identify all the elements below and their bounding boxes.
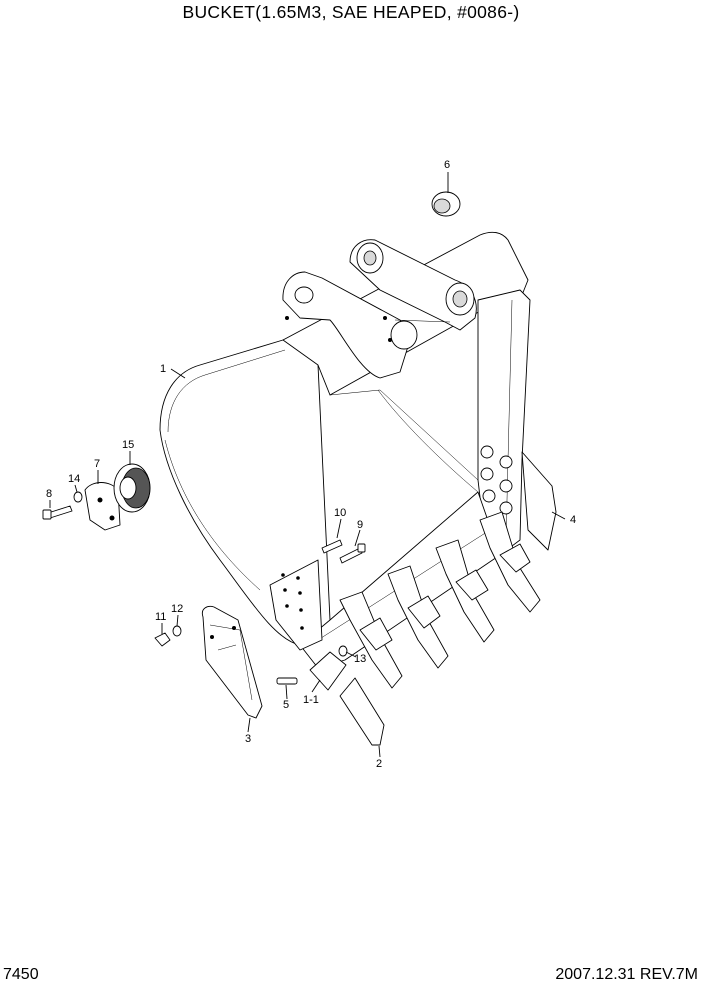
- bucket-linkage-brackets: [282, 239, 477, 379]
- callout-4: 4: [570, 514, 576, 526]
- callout-2: 2: [376, 758, 382, 770]
- bucket-teeth: [309, 511, 541, 691]
- callout-12: 12: [171, 603, 183, 615]
- tooth-pin: [276, 677, 298, 685]
- callout-13: 13: [354, 653, 366, 665]
- callout-1-1: 1-1: [303, 694, 319, 706]
- callout-14: 14: [68, 473, 80, 485]
- side-cutter-right: [521, 451, 557, 551]
- callout-1: 1: [160, 363, 166, 375]
- callout-15: 15: [122, 439, 134, 451]
- callout-3: 3: [245, 733, 251, 745]
- pivot-hardware: [42, 463, 151, 531]
- leader-lines: [49, 172, 566, 758]
- callout-11: 11: [155, 611, 166, 623]
- page-title: BUCKET(1.65M3, SAE HEAPED, #0086-): [182, 2, 520, 22]
- callout-labels: 1 6 4 15 7 14 8 10 9 11 12 13 5 1-1 3 2: [46, 159, 576, 770]
- page-number: 7450: [3, 966, 39, 983]
- side-cutter-left: [201, 606, 263, 719]
- tooth-tip: [339, 677, 385, 746]
- callout-7: 7: [94, 458, 100, 470]
- callout-10: 10: [334, 507, 346, 519]
- bushing: [431, 191, 461, 217]
- side-cutter-hardware: [154, 539, 366, 657]
- callout-6: 6: [444, 159, 450, 171]
- callout-5: 5: [283, 699, 289, 711]
- revision-stamp: 2007.12.31 REV.7M: [555, 966, 698, 983]
- callout-9: 9: [357, 519, 363, 531]
- callout-8: 8: [46, 488, 52, 500]
